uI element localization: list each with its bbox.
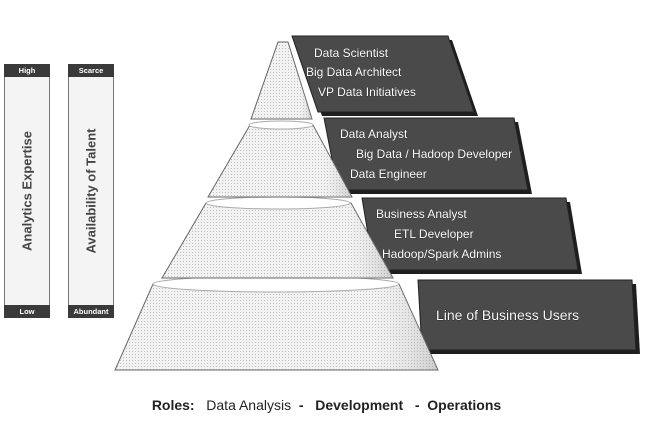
availability-of-talent-scale: Scarce Availability of Talent Abundant <box>68 64 114 318</box>
role-big-data-hadoop-developer: Big Data / Hadoop Developer <box>356 147 512 161</box>
role-business-analyst: Business Analyst <box>376 207 467 221</box>
tier-second-labels: Data Analyst Big Data / Hadoop Developer… <box>340 127 513 182</box>
role-big-data-architect: Big Data Architect <box>306 65 402 79</box>
tier-third-labels: Business Analyst ETL Developer Hadoop/Sp… <box>376 207 502 262</box>
role-data-engineer: Data Engineer <box>350 167 427 181</box>
tier-second-panel <box>323 117 532 194</box>
role-category-data-analysis: Data Analysis <box>206 397 292 413</box>
pyramid-tier-top <box>250 41 313 120</box>
scale-bar <box>4 64 50 318</box>
footer-separator: - <box>298 397 304 413</box>
role-category-development: Development <box>315 397 404 413</box>
tier-third-panel <box>361 197 582 274</box>
role-line-of-business-users: Line of Business Users <box>436 307 579 323</box>
scale-scarce-label: Scarce <box>68 64 114 77</box>
tier-top-panel <box>291 35 478 116</box>
tier-top-labels: Data Scientist Big Data Architect VP Dat… <box>306 46 416 100</box>
analytics-expertise-scale: High Analytics Expertise Low <box>4 64 50 318</box>
roles-footer: Roles: Data Analysis - Development - Ope… <box>0 397 653 413</box>
role-etl-developer: ETL Developer <box>394 227 474 241</box>
role-category-operations: Operations <box>427 397 502 413</box>
pyramid-tier-second <box>207 120 353 198</box>
roles-prefix: Roles: <box>151 397 195 413</box>
scale-low-label: Low <box>4 305 50 318</box>
role-data-analyst: Data Analyst <box>340 127 408 141</box>
pyramid-tier-base <box>114 275 439 371</box>
base-panel <box>417 279 640 354</box>
role-vp-data-initiatives: VP Data Initiatives <box>318 85 416 99</box>
scale-high-label: High <box>4 64 50 77</box>
scale-abundant-label: Abundant <box>68 305 114 318</box>
scale-bar <box>68 64 114 318</box>
role-hadoop-spark-admins: Hadoop/Spark Admins <box>382 247 501 261</box>
role-data-scientist: Data Scientist <box>314 46 389 60</box>
footer-separator: - <box>414 397 420 413</box>
pyramid-tier-third <box>161 196 394 279</box>
